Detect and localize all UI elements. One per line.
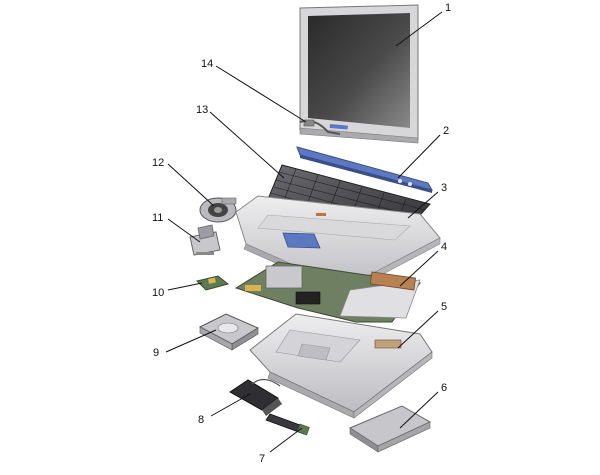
leader-line-14 — [215, 65, 307, 123]
center-control-cover — [296, 146, 434, 193]
callout-2: 2 — [443, 125, 450, 137]
callout-8: 8 — [198, 414, 205, 426]
system-board — [234, 261, 421, 323]
callout-9: 9 — [153, 347, 160, 359]
leader-line-2 — [397, 134, 441, 179]
leader-line-13 — [209, 111, 285, 179]
callout-10: 10 — [152, 287, 165, 299]
callout-7: 7 — [259, 453, 266, 465]
base-assembly — [249, 313, 433, 419]
leader-line-10 — [167, 282, 203, 291]
small-board — [265, 413, 310, 436]
leader-line-12 — [167, 163, 215, 207]
display-cable — [299, 119, 341, 135]
leader-line-11 — [167, 218, 201, 243]
processor-module — [196, 275, 230, 291]
leader-line-9 — [165, 329, 217, 353]
speaker — [229, 378, 282, 416]
callout-14: 14 — [201, 58, 214, 70]
heat-sink — [189, 224, 221, 256]
callout-12: 12 — [152, 157, 165, 169]
leader-line-3 — [407, 191, 439, 219]
leader-line-5 — [397, 310, 439, 349]
leader-line-4 — [399, 250, 439, 287]
leader-line-7 — [269, 427, 303, 453]
display-assembly — [299, 4, 419, 144]
leader-line-1 — [395, 11, 443, 47]
callout-5: 5 — [441, 301, 448, 313]
callout-3: 3 — [441, 182, 448, 194]
fan — [199, 197, 237, 223]
callout-11: 11 — [152, 212, 164, 224]
leader-lines — [165, 11, 443, 453]
callout-6: 6 — [441, 382, 448, 394]
leader-line-8 — [210, 393, 251, 417]
callout-13: 13 — [196, 104, 209, 116]
leader-line-6 — [399, 391, 439, 429]
callout-4: 4 — [441, 241, 448, 253]
battery — [348, 405, 432, 453]
hard-drive — [198, 313, 260, 351]
callout-1: 1 — [445, 2, 452, 14]
